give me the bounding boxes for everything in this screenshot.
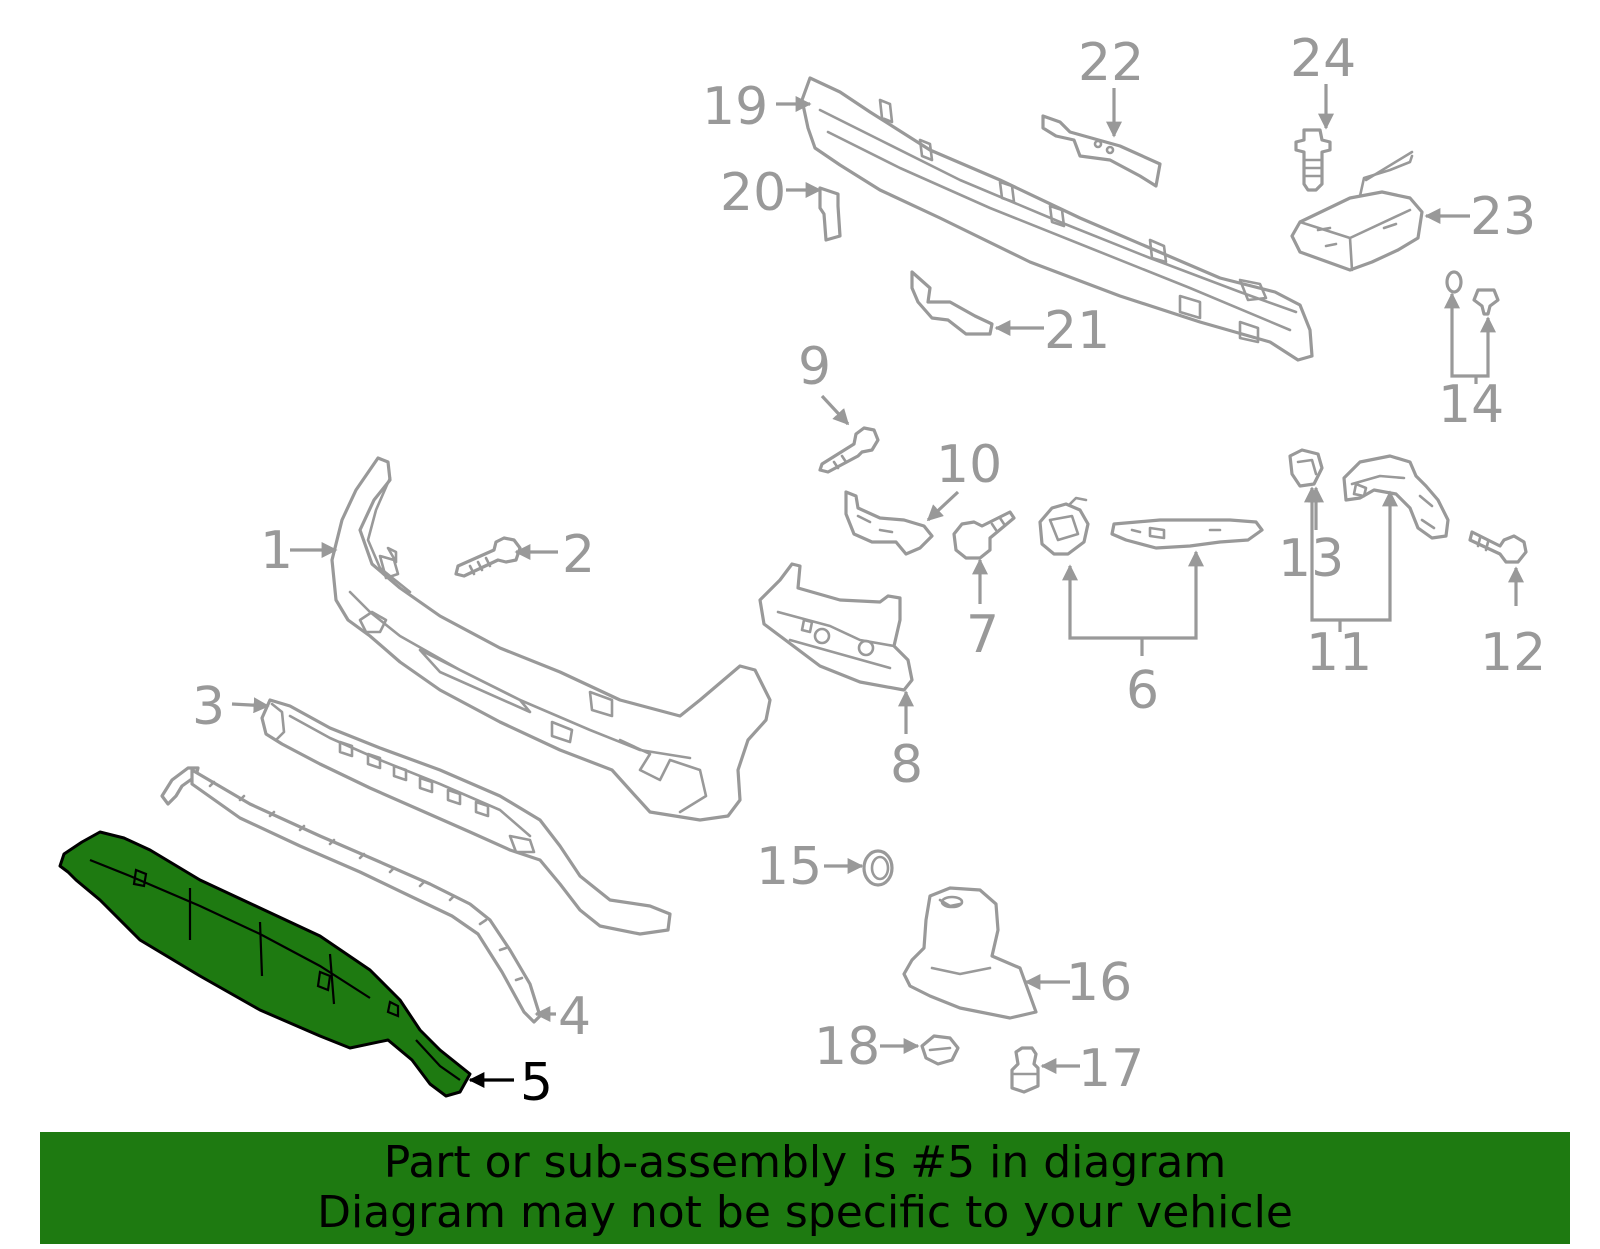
- banner-line-1: Part or sub-assembly is #5 in diagram: [383, 1137, 1227, 1188]
- callout-labels: 1 2 3 4 5 6 7 8 9 10 11 12 13 14 15 16 1…: [192, 29, 1546, 1113]
- part-14-clips: [1445, 270, 1500, 316]
- part-24-bolt: [1294, 128, 1332, 192]
- part-19-reinforcement-beam: [800, 76, 1314, 362]
- part-8-side-bracket: [758, 562, 914, 692]
- part-15-plug: [862, 849, 894, 887]
- callout-1: 1: [260, 521, 293, 581]
- part-1-bumper-cover: [330, 456, 772, 822]
- part-5-lower-absorber-highlighted: [58, 830, 472, 1098]
- callout-10: 10: [936, 435, 1002, 495]
- part-2-screw: [454, 536, 522, 578]
- callout-2: 2: [562, 525, 595, 585]
- callout-24: 24: [1290, 29, 1356, 89]
- callout-3: 3: [192, 677, 225, 737]
- callout-8: 8: [890, 735, 923, 795]
- callout-15: 15: [756, 837, 822, 897]
- callout-23: 23: [1470, 187, 1536, 247]
- callout-19: 19: [702, 77, 768, 137]
- callout-5: 5: [520, 1053, 553, 1113]
- part-9-screw: [818, 426, 880, 474]
- callout-20: 20: [720, 163, 786, 223]
- part-23-mount-bracket: [1290, 150, 1424, 272]
- parts-diagram: 1 2 3 4 5 6 7 8 9 10 11 12 13 14 15 16 1…: [58, 29, 1546, 1113]
- callout-9: 9: [798, 337, 831, 397]
- callout-18: 18: [814, 1017, 880, 1077]
- part-18-nut: [920, 1034, 960, 1066]
- info-banner: Part or sub-assembly is #5 in diagram Di…: [40, 1132, 1570, 1244]
- callout-16: 16: [1066, 953, 1132, 1013]
- banner-line-2: Diagram may not be specific to your vehi…: [317, 1187, 1293, 1238]
- part-21-bracket: [910, 270, 994, 336]
- part-3-lower-grille: [260, 698, 672, 936]
- part-4-trim-strip: [160, 766, 542, 1024]
- part-10-bracket: [844, 490, 934, 556]
- part-7-screw: [952, 510, 1016, 560]
- leader-lines: [231, 84, 1524, 1088]
- part-16-mud-guard: [902, 886, 1038, 1020]
- callout-6: 6: [1126, 661, 1159, 721]
- callout-7: 7: [966, 605, 999, 665]
- callout-17: 17: [1078, 1039, 1144, 1099]
- part-6-clip-and-bracket: [1038, 496, 1264, 556]
- callout-12: 12: [1480, 623, 1546, 683]
- callout-22: 22: [1078, 33, 1144, 93]
- part-11-side-bracket: [1342, 454, 1450, 540]
- part-12-screw: [1468, 530, 1528, 564]
- callout-14: 14: [1438, 375, 1504, 435]
- callout-4: 4: [558, 987, 591, 1047]
- callout-11: 11: [1306, 623, 1372, 683]
- callout-13: 13: [1278, 529, 1344, 589]
- part-20-bracket: [818, 186, 842, 242]
- part-13-clip: [1288, 448, 1324, 488]
- callout-21: 21: [1044, 301, 1110, 361]
- part-17-bolt: [1010, 1046, 1040, 1094]
- part-22-bracket: [1041, 114, 1162, 188]
